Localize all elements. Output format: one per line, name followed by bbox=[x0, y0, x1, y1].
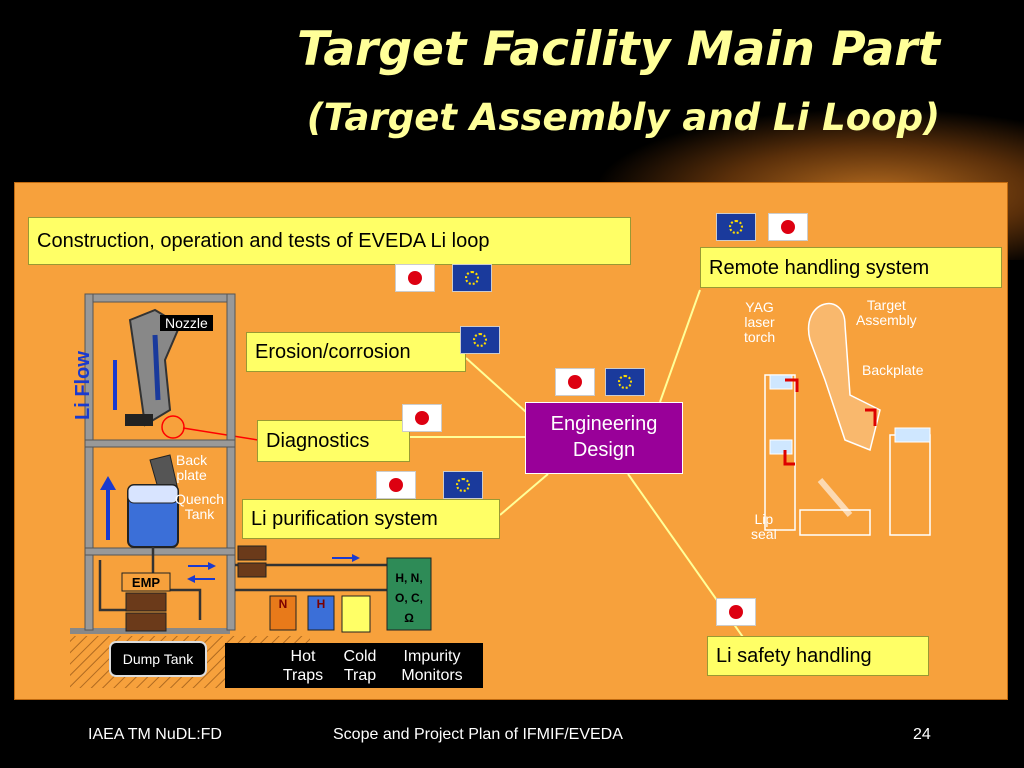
construction-box: Construction, operation and tests of EVE… bbox=[28, 217, 631, 265]
emp-coil-1 bbox=[125, 592, 167, 612]
seal-mark-1 bbox=[785, 378, 799, 392]
erosion-box: Erosion/corrosion bbox=[246, 332, 466, 372]
eu-flag-erosion bbox=[460, 326, 500, 354]
footer-left: IAEA TM NuDL:FD bbox=[88, 726, 222, 743]
svg-text:Ω: Ω bbox=[404, 611, 414, 625]
eu-flag-engineering bbox=[605, 368, 645, 396]
jp-flag-diagnostics bbox=[402, 404, 442, 432]
svg-text:Impurity: Impurity bbox=[404, 648, 461, 665]
remote-handling-box: Remote handling system bbox=[700, 247, 1002, 288]
frame-top bbox=[84, 293, 236, 303]
svg-text:Cold: Cold bbox=[344, 648, 377, 665]
slide-title: Target Facility Main Part bbox=[296, 22, 940, 77]
svg-text:Trap: Trap bbox=[344, 667, 376, 684]
pipe-to-dump bbox=[151, 547, 202, 620]
footer-center: Scope and Project Plan of IFMIF/EVEDA bbox=[333, 726, 623, 743]
svg-text:H: H bbox=[317, 597, 326, 611]
svg-text:Monitors: Monitors bbox=[401, 667, 462, 684]
connector-diag-pointer bbox=[182, 427, 259, 441]
jp-flag-purification bbox=[376, 471, 416, 499]
cold-trap bbox=[341, 595, 371, 633]
right-frame bbox=[889, 434, 931, 536]
slide-subtitle: (Target Assembly and Li Loop) bbox=[306, 96, 940, 139]
valve-2 bbox=[237, 562, 267, 578]
purification-box: Li purification system bbox=[242, 499, 500, 539]
eu-flag-purification bbox=[443, 471, 483, 499]
connector-erosion bbox=[465, 357, 527, 413]
backplate-part bbox=[894, 427, 931, 443]
frame-left bbox=[84, 293, 94, 631]
emp-coil-2 bbox=[125, 612, 167, 632]
jp-flag-engineering bbox=[555, 368, 595, 396]
frame-right bbox=[226, 293, 236, 631]
svg-text:Dump Tank: Dump Tank bbox=[123, 651, 195, 667]
diagnostic-circle bbox=[161, 415, 185, 439]
emp-box bbox=[121, 572, 171, 592]
svg-text:EMP: EMP bbox=[132, 575, 161, 590]
li-jet bbox=[152, 334, 161, 401]
hot-trap-h bbox=[307, 595, 335, 631]
seal-mark-3 bbox=[865, 408, 877, 426]
lip-seal-base bbox=[799, 509, 871, 536]
hot-trap-n bbox=[269, 595, 297, 631]
engineering-design-box: Engineering Design bbox=[525, 402, 683, 474]
svg-text:Traps: Traps bbox=[283, 667, 323, 684]
pipe-left bbox=[98, 560, 130, 612]
svg-text:N: N bbox=[279, 597, 288, 611]
frame-mid bbox=[84, 439, 236, 448]
connector-remote bbox=[659, 289, 701, 403]
target-assembly-sketch bbox=[764, 302, 931, 536]
eu-flag-remote bbox=[716, 213, 756, 241]
nozzle-label: Nozzle bbox=[160, 315, 213, 331]
dump-tank bbox=[109, 641, 207, 677]
safety-box: Li safety handling bbox=[707, 636, 929, 676]
connector-purification bbox=[499, 473, 549, 516]
valve-1 bbox=[237, 545, 267, 561]
li-loop-diagram: EMP N H H, N, O, C, Ω Dump Tank Hot Trap… bbox=[70, 293, 483, 688]
assembly-outline bbox=[807, 302, 881, 452]
svg-text:H, N,: H, N, bbox=[395, 571, 422, 585]
jp-flag-construction bbox=[395, 264, 435, 292]
eu-flag-construction bbox=[452, 264, 492, 292]
page-number: 24 bbox=[913, 726, 931, 743]
quench-tank-top bbox=[127, 484, 179, 504]
seal-mark-2 bbox=[783, 450, 795, 466]
jp-flag-remote bbox=[768, 213, 808, 241]
traps-label-bar bbox=[225, 643, 483, 688]
jp-flag-safety bbox=[716, 598, 756, 626]
frame-low bbox=[84, 547, 236, 556]
li-flow-arrowhead bbox=[100, 476, 116, 490]
li-flow-label: Li Flow bbox=[72, 351, 94, 420]
svg-text:O, C,: O, C, bbox=[395, 591, 423, 605]
svg-text:Hot: Hot bbox=[291, 648, 316, 665]
nozzle-block bbox=[125, 414, 153, 426]
impurity-monitor-box bbox=[386, 557, 432, 631]
diagnostics-box: Diagnostics bbox=[257, 420, 410, 462]
backplate-label: Backplate bbox=[862, 362, 924, 378]
